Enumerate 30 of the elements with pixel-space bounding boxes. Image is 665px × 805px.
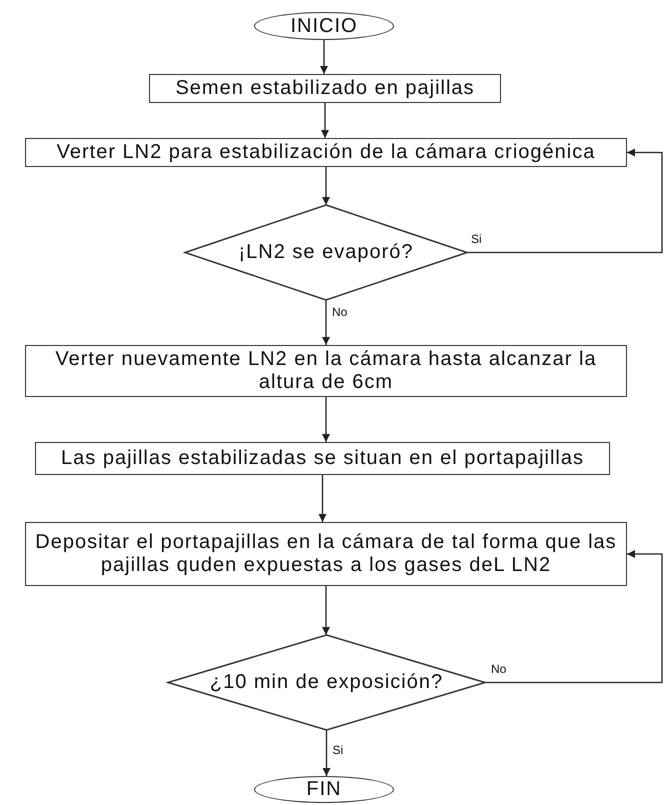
edge-label: Si (332, 744, 344, 756)
arrow (322, 397, 330, 442)
arrow (322, 167, 330, 205)
arrow (322, 730, 330, 776)
node-text: INICIO (289, 14, 359, 38)
arrow (318, 475, 326, 522)
edge-label: No (332, 306, 348, 318)
decision-diamond (185, 205, 467, 300)
node-text: Las pajillas estabilizadas se situan en el portapajillas (60, 447, 585, 470)
node-text: FIN (305, 778, 343, 801)
arrow (321, 103, 329, 138)
process-box (25, 138, 627, 167)
node-text: ¿10 min de exposición? (208, 671, 444, 694)
arrow (485, 550, 663, 684)
node-text: ¡LN2 se evaporó? (238, 241, 414, 264)
arrow (320, 40, 328, 74)
node-text: Depositar el portapajillas en la cámara de tal forma que las pajillas quden expuestas a los gases deL LN2 (34, 531, 618, 577)
edge-label: Si (471, 232, 482, 244)
node-text: Semen estabilizado en pajillas (174, 77, 476, 100)
edge-label: No (491, 662, 506, 674)
arrow (322, 300, 330, 345)
arrow (467, 148, 663, 254)
node-text: Verter LN2 para estabilización de la cámara criogénica (56, 141, 596, 164)
node-text: Verter nuevamente LN2 en la cámara hasta alcanzar la altura de 6cm (54, 348, 598, 394)
arrow (322, 586, 330, 635)
decision-diamond (168, 635, 485, 730)
process-box (149, 74, 501, 103)
process-box (35, 442, 610, 475)
process-box (25, 522, 627, 586)
process-box (25, 345, 627, 397)
